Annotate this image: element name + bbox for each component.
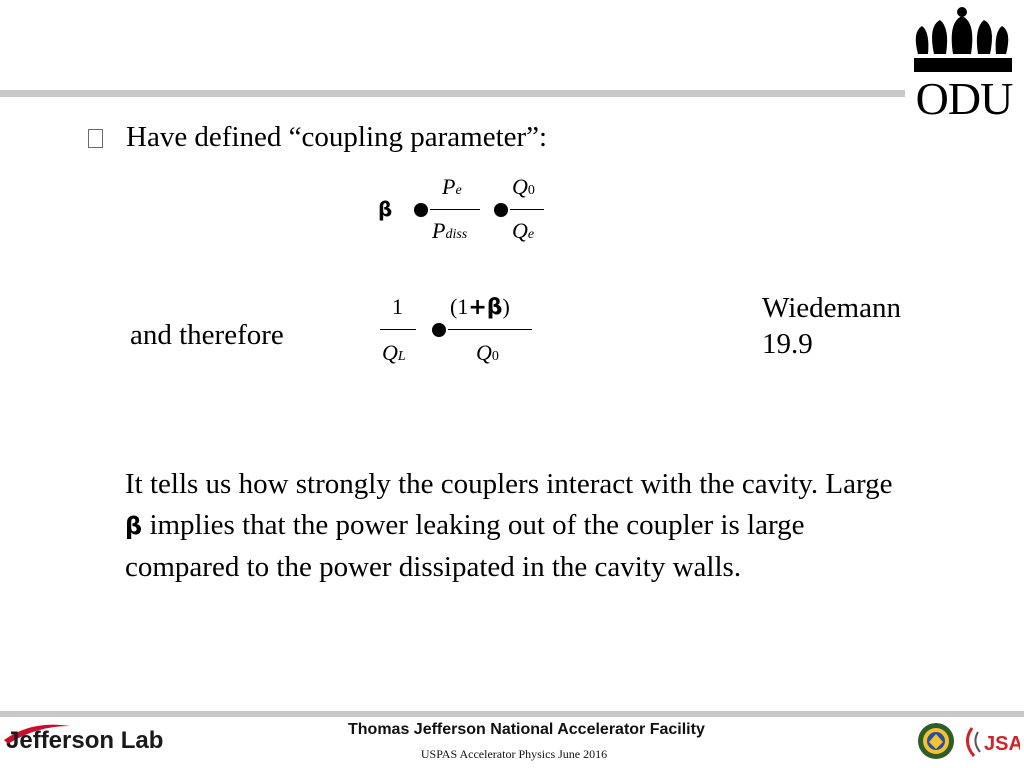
fraction-denominator: QL: [382, 340, 406, 365]
odu-logo-text: ODU: [915, 73, 1014, 124]
doe-seal-icon: [918, 723, 954, 759]
equation-loaded-q: 1 QL (1+β) Q0: [376, 290, 546, 380]
reference-line-1: Wiedemann: [762, 292, 901, 324]
equals-dot: [414, 203, 428, 217]
fraction-numerator: 1: [392, 294, 403, 319]
fraction-denominator: Q0: [476, 340, 499, 365]
footer-rule: [0, 711, 1024, 717]
equals-dot: [432, 323, 446, 337]
bullet-marker: [88, 129, 103, 148]
fraction-numerator: Q0: [512, 174, 535, 199]
fraction-denominator: Qe: [512, 218, 535, 243]
and-therefore-text: and therefore: [130, 319, 284, 351]
paragraph-part-2: implies that the power leaking out of th…: [125, 509, 805, 583]
beta-symbol: β: [378, 197, 393, 221]
fraction-bar: [510, 209, 544, 210]
beta-symbol: β: [125, 512, 143, 540]
equation-coupling-parameter: β Pe Pdiss Q0 Qe: [370, 170, 560, 260]
paragraph-part-1: It tells us how strongly the couplers in…: [125, 468, 893, 500]
facility-name: Thomas Jefferson National Accelerator Fa…: [348, 721, 705, 738]
equals-dot: [494, 203, 508, 217]
jefferson-lab-logo-text: Jefferson Lab: [6, 727, 164, 754]
course-caption: USPAS Accelerator Physics June 2016: [420, 747, 608, 761]
jsa-logo: JSA: [966, 727, 1020, 757]
fraction-denominator: Pdiss: [432, 218, 468, 243]
fraction-numerator: (1+β): [450, 294, 510, 320]
bullet-heading: Have defined “coupling parameter”:: [126, 121, 548, 153]
fraction-bar: [448, 329, 532, 330]
explanation-paragraph: It tells us how strongly the couplers in…: [125, 464, 915, 588]
reference-citation: Wiedemann 19.9: [762, 290, 901, 362]
jsa-logo-text: JSA: [984, 733, 1020, 755]
odu-crown-logo: [914, 7, 1012, 72]
fraction-bar: [380, 329, 416, 330]
fraction-numerator: Pe: [442, 174, 462, 199]
jefferson-lab-swoosh-icon: [4, 724, 70, 744]
fraction-bar: [430, 209, 480, 210]
reference-line-2: 19.9: [762, 328, 813, 360]
header-rule: [0, 90, 905, 97]
